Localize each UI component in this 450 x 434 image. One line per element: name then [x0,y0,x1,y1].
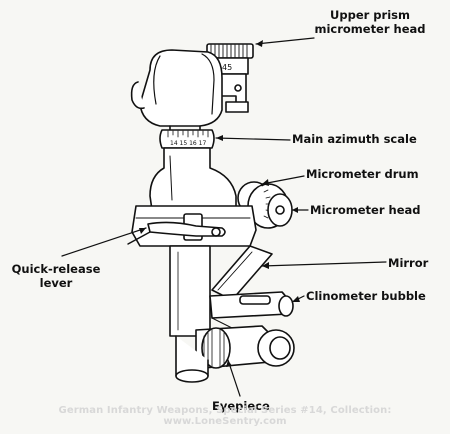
label-upper-prism-line-1: Upper prism [330,8,410,22]
upper-prism-micrometer-head: 45 [206,43,254,113]
label-micrometer-head: Micrometer head [310,203,421,217]
label-mirror: Mirror [388,256,429,270]
label-upper-prism-line-2: micrometer head [314,22,426,36]
main-azimuth-scale: 14 15 16 17 [159,129,215,149]
leader-quick-release [61,227,147,257]
label-upper-prism-micrometer-head: Upper prism micrometer head [300,8,440,36]
leader-arrowheads [139,40,300,367]
source-caption: German Infantry Weapons, Special Series … [58,405,392,427]
label-quick-release-lever: Quick-release lever [6,262,106,290]
eyepiece [175,325,295,383]
label-quick-release-line-2: lever [39,276,73,290]
leader-lines [61,37,387,397]
leader-upper-prism [255,37,315,45]
svg-text:14 15 16 17: 14 15 16 17 [170,140,206,147]
leader-azimuth-scale [215,137,291,141]
lower-body [169,245,211,337]
clinometer-bubble [209,291,294,331]
label-micrometer-drum: Micrometer drum [306,167,419,181]
leader-micrometer-drum [261,175,305,185]
upper-body [149,147,237,211]
label-clinometer-bubble: Clinometer bubble [306,289,426,303]
leader-mirror [261,261,387,267]
svg-text:45: 45 [222,63,232,72]
label-main-azimuth-scale: Main azimuth scale [292,132,417,146]
label-eyepiece: Eyepiece [212,399,270,413]
prism-housing [130,49,223,135]
clamp-housing [127,205,257,247]
mirror [211,245,273,301]
label-quick-release-line-1: Quick-release [11,262,101,276]
